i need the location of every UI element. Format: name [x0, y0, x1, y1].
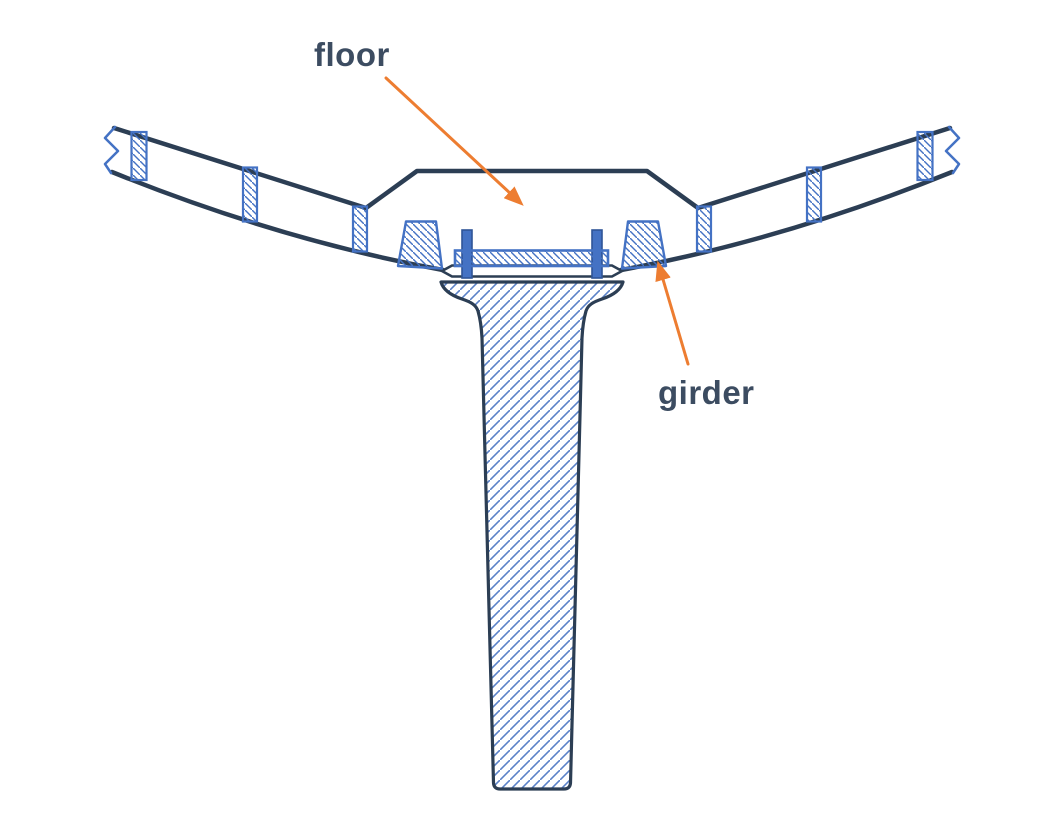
floor-deck-outline	[363, 168, 701, 211]
bearing-seat-bar	[439, 264, 625, 278]
right-diaphragm-3	[695, 205, 713, 253]
pier-column	[439, 280, 625, 791]
girder-label: girder	[658, 374, 755, 411]
right-diaphragm-2	[805, 166, 823, 223]
left-girder-block	[396, 220, 444, 270]
right-cantilever-top-line	[695, 125, 953, 211]
floor-label: floor	[314, 36, 390, 73]
left-diaphragm-3	[351, 205, 369, 253]
floor-arrow	[384, 76, 524, 206]
left-diaphragm-1	[130, 130, 148, 182]
left-break-line	[103, 125, 120, 175]
bearing-plate	[453, 249, 610, 268]
girder-arrow	[655, 260, 690, 366]
right-break-line	[944, 125, 961, 175]
right-diaphragm-1	[916, 130, 934, 182]
right-girder-block	[620, 220, 668, 270]
left-diaphragm-2	[241, 166, 259, 223]
left-cantilever-top-line	[111, 125, 369, 211]
